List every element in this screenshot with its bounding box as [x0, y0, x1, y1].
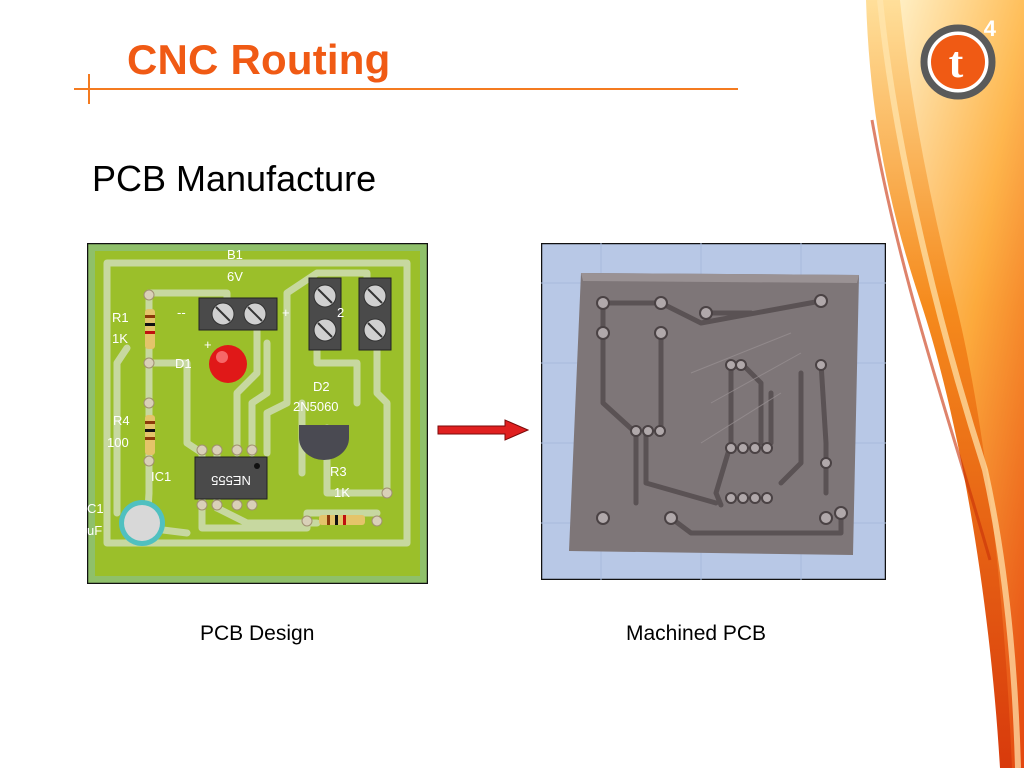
right-arrow-icon: [437, 419, 529, 441]
pcb-label-plus-top: +: [282, 305, 290, 320]
pcb-label-r4-value: 100: [107, 435, 129, 450]
pcb-label-c1-value: uF: [87, 523, 102, 538]
logo-ring-icon: [920, 24, 996, 100]
pcb-design-caption: PCB Design: [200, 622, 315, 645]
pcb-label-r4: R4: [113, 413, 130, 428]
pcb-label-minus: --: [177, 305, 186, 320]
pcb-label-b1: B1: [227, 247, 243, 262]
pcb-label-r1-value: 1K: [112, 331, 128, 346]
pcb-label-c1: C1: [87, 501, 104, 516]
pcb-label-r1: R1: [112, 310, 129, 325]
pcb-design-image: NE555 B1 6V -- + 2 R1 1K + D1 D2 2N5060 …: [87, 243, 428, 584]
pcb-label-ic1: IC1: [151, 469, 171, 484]
pcb-label-d2-value: 2N5060: [293, 399, 339, 414]
machined-pcb-caption: Machined PCB: [626, 622, 767, 645]
logo-superscript: 4: [983, 16, 996, 41]
pcb-label-b1-value: 6V: [227, 269, 243, 284]
slide-subtitle: PCB Manufacture: [92, 158, 377, 199]
pcb-label-r3-value: 1K: [334, 485, 350, 500]
pcb-label-2: 2: [337, 305, 344, 320]
ic-chip-label: NE555: [211, 473, 251, 488]
machined-pcb-image: [541, 243, 886, 580]
title-tick-mark: [88, 74, 90, 104]
pcb-label-r3: R3: [330, 464, 347, 479]
slide-title: CNC Routing: [127, 36, 391, 83]
title-underline: [74, 88, 738, 90]
pcb-label-plus-d1: +: [204, 337, 212, 352]
pcb-label-d2: D2: [313, 379, 330, 394]
pcb-label-d1: D1: [175, 356, 192, 371]
logo-letter: t: [948, 38, 964, 87]
